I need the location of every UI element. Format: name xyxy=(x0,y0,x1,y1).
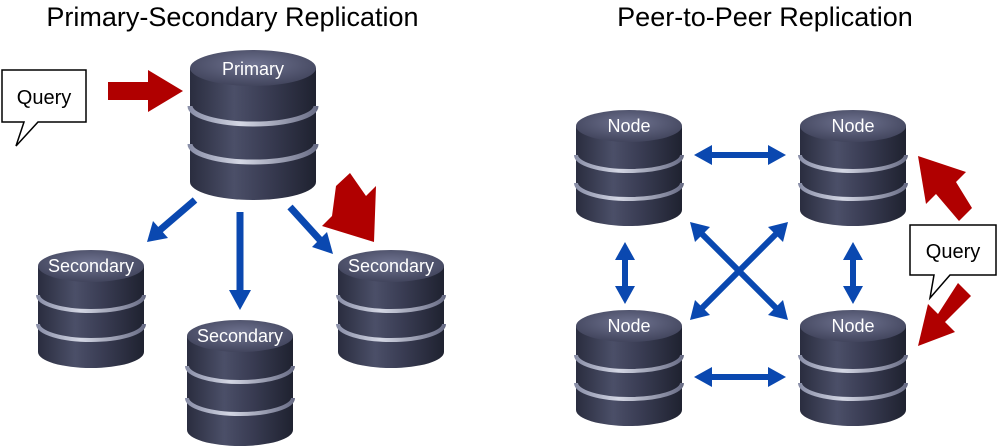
node-label-bottom-right: Node xyxy=(831,316,874,336)
query-arrow-to-bottom-right-node xyxy=(918,283,971,346)
node-label-secondary-left: Secondary xyxy=(48,256,134,276)
query-label-left: Query xyxy=(17,87,71,109)
node-label-secondary-right: Secondary xyxy=(348,256,434,276)
replication-arrow-top-horizontal xyxy=(694,145,786,165)
replication-arrow-primary-to-secondary-middle xyxy=(229,212,251,310)
database-icon-secondary-left: Secondary xyxy=(36,250,146,368)
database-icon-node-top-left: Node xyxy=(574,110,684,226)
query-arrow-from-top-right-node xyxy=(918,156,972,221)
peer-to-peer-title: Peer-to-Peer Replication xyxy=(617,2,913,32)
database-icon-node-bottom-right: Node xyxy=(798,310,908,426)
replication-arrow-diagonal-bl-tr xyxy=(690,222,788,320)
query-speech-bubble-left: Query xyxy=(1,69,87,147)
replication-arrow-left-vertical xyxy=(615,242,635,304)
query-arrow-to-secondary-right xyxy=(322,173,376,242)
database-icon-primary: Primary xyxy=(187,50,319,200)
replication-arrow-primary-to-secondary-right xyxy=(287,204,333,254)
replication-arrow-primary-to-secondary-left xyxy=(147,197,198,242)
query-label-right: Query xyxy=(926,241,980,263)
replication-arrow-right-vertical xyxy=(843,242,863,304)
primary-secondary-title: Primary-Secondary Replication xyxy=(46,2,419,32)
node-label-primary: Primary xyxy=(222,59,284,79)
query-speech-bubble-right: Query xyxy=(909,224,997,301)
node-label-secondary-middle: Secondary xyxy=(197,326,283,346)
node-label-top-right: Node xyxy=(831,116,874,136)
database-icon-node-top-right: Node xyxy=(798,110,908,226)
query-arrow-to-primary xyxy=(108,70,183,112)
database-icon-secondary-right: Secondary xyxy=(336,250,446,368)
database-icon-node-bottom-left: Node xyxy=(574,310,684,426)
node-label-top-left: Node xyxy=(607,116,650,136)
replication-arrow-bottom-horizontal xyxy=(694,367,786,387)
node-label-bottom-left: Node xyxy=(607,316,650,336)
database-icon-secondary-middle: Secondary xyxy=(185,320,295,446)
